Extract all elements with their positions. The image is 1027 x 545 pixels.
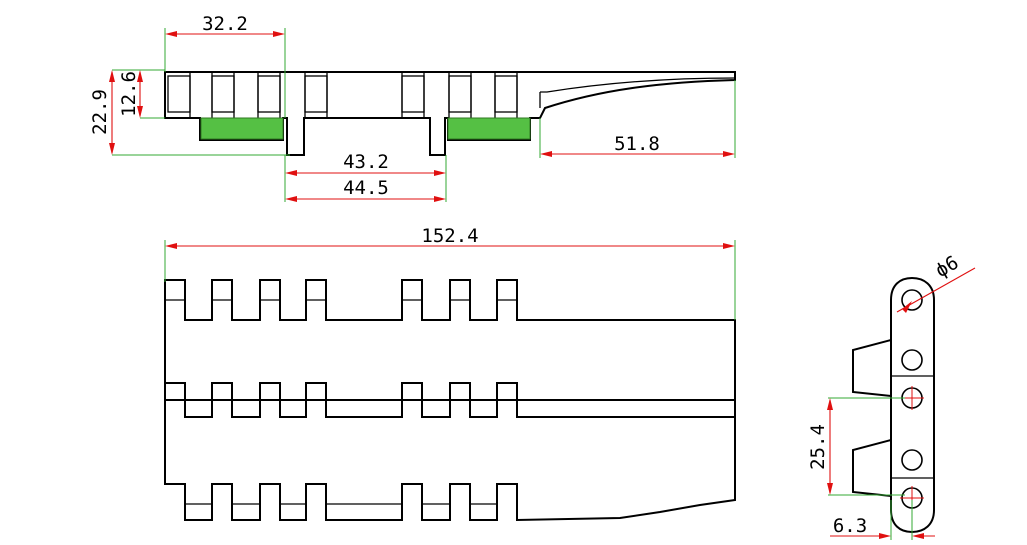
- side-knuckles: [167, 72, 518, 118]
- plan-outline: [164, 279, 736, 522]
- plan-view: 152.4: [164, 225, 736, 522]
- dim-32-2: 32.2: [165, 13, 285, 37]
- wear-pad-left: [200, 117, 284, 140]
- dim-152-4-label: 152.4: [421, 225, 478, 247]
- side-body-outline: [164, 71, 736, 156]
- dim-6-3: 6.3: [830, 500, 935, 540]
- dim-32-2-label: 32.2: [202, 13, 248, 35]
- dim-25-4-label: 25.4: [807, 424, 829, 470]
- side-extension-lines: [112, 28, 736, 202]
- dim-12-6-label: 12.6: [118, 71, 140, 117]
- dim-25-4: 25.4: [807, 397, 905, 496]
- dim-51-8-label: 51.8: [614, 133, 660, 155]
- dim-44-5-label: 44.5: [343, 177, 389, 199]
- wear-pad-right: [447, 117, 531, 140]
- dim-12-6: 12.6: [118, 70, 143, 118]
- dim-44-5: 44.5: [285, 177, 446, 202]
- pin-hole-2: [901, 349, 923, 371]
- dim-43-2: 43.2: [285, 151, 446, 176]
- plan-middle-hinge-a: [165, 382, 735, 401]
- dim-43-2-label: 43.2: [343, 151, 389, 173]
- dim-152-4: 152.4: [165, 225, 735, 249]
- dim-22-9: 22.9: [89, 70, 115, 155]
- end-flight-upper: [852, 338, 892, 398]
- end-flight-lower: [852, 438, 892, 498]
- dim-22-9-label: 22.9: [89, 89, 111, 135]
- end-view: ϕ6 25.4 6.3: [807, 252, 976, 540]
- dim-6-3-label: 6.3: [833, 515, 867, 537]
- side-tail-inner: [540, 77, 736, 93]
- side-elevation-view: 32.2 12.6 22.9 43.2 44.5: [89, 13, 736, 202]
- dim-51-8: 51.8: [540, 133, 735, 157]
- plan-middle-hinge-b: [165, 399, 735, 418]
- pin-hole-4: [901, 449, 923, 471]
